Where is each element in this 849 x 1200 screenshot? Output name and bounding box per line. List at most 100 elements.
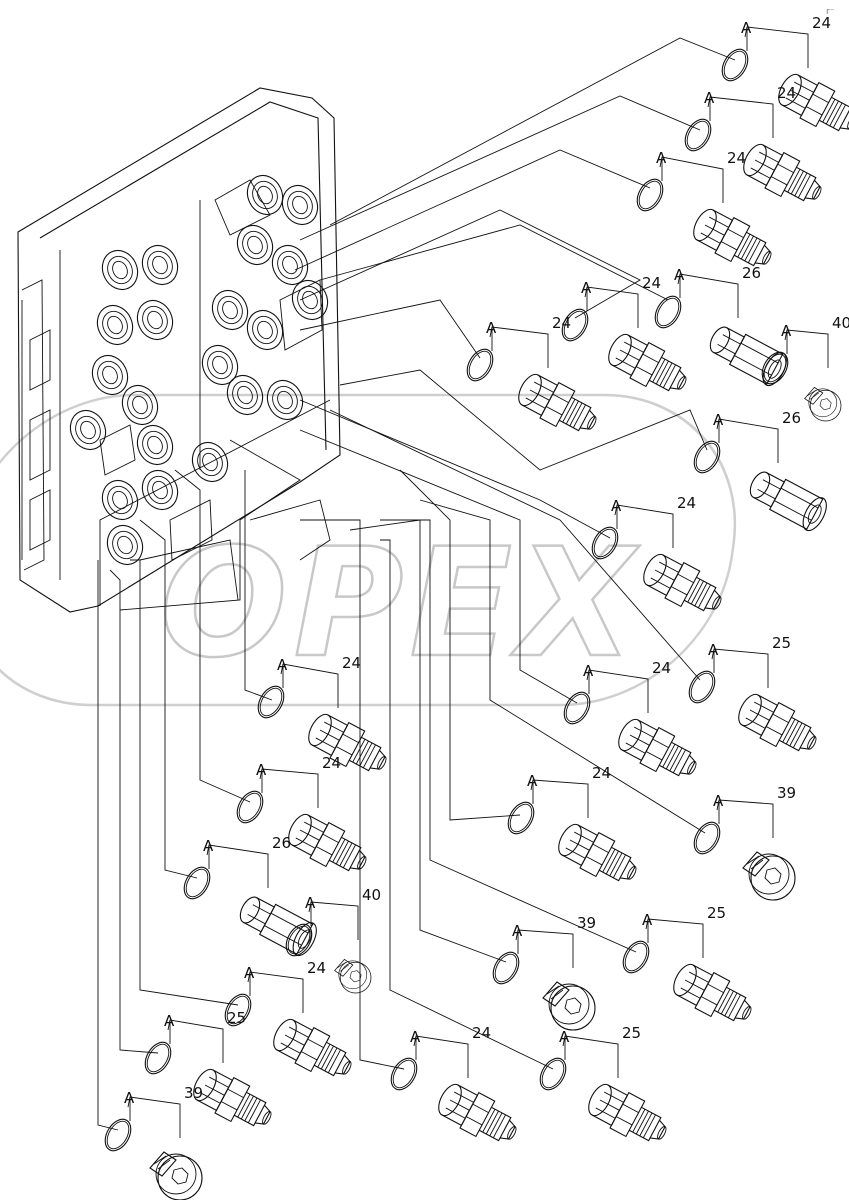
callout-bracket <box>308 901 359 940</box>
callout-bracket <box>247 971 304 1013</box>
leader-lines <box>97 37 736 1131</box>
callout-bracket <box>206 844 269 888</box>
hydraulic-fitting-icon <box>643 553 722 612</box>
callout-bracket <box>562 1035 619 1078</box>
part-number-label: 26 <box>742 264 761 282</box>
seal-label: A <box>713 411 724 429</box>
valve-port <box>226 374 264 416</box>
callout-bracket <box>530 779 589 818</box>
o-ring-icon <box>285 923 313 957</box>
seal-label: A <box>527 772 538 790</box>
seal-label: A <box>277 656 288 674</box>
part-number-label: 39 <box>577 914 596 932</box>
seal-label: A <box>781 322 792 340</box>
hydraulic-fitting-icon <box>273 1018 352 1077</box>
leader-line <box>97 560 119 1131</box>
part-number-label: 40 <box>832 314 849 332</box>
valve-port <box>141 469 179 511</box>
seal-label: A <box>611 497 622 515</box>
valve-port <box>141 244 179 286</box>
callout-bracket <box>259 768 319 808</box>
hydraulic-fitting-icon <box>608 333 687 392</box>
part-number-label: 26 <box>782 409 801 427</box>
leader-line <box>319 224 669 301</box>
valve-port <box>101 479 139 521</box>
hydraulic-fitting-icon <box>558 823 637 882</box>
corner-mark: r⁻ <box>826 7 835 17</box>
callout-bracket <box>744 26 809 68</box>
valve-port <box>91 354 129 396</box>
callout-bracket <box>677 273 739 318</box>
callout-bracket <box>645 918 704 958</box>
o-ring-icon <box>183 866 211 900</box>
valve-port <box>136 424 174 466</box>
leader-line <box>294 149 651 271</box>
valve-port <box>201 344 239 386</box>
valve-port <box>96 304 134 346</box>
seal-label: A <box>203 837 214 855</box>
valve-port <box>266 379 304 421</box>
hydraulic-fitting-icon <box>778 73 849 132</box>
part-item: A 25 <box>144 1009 272 1127</box>
hydraulic-fitting-icon <box>673 963 752 1022</box>
part-number-label: 24 <box>727 149 746 167</box>
callout-bracket <box>586 669 649 713</box>
part-number-label: 39 <box>777 784 796 802</box>
o-ring-icon <box>563 691 591 725</box>
hex-socket-plug-icon <box>742 851 796 901</box>
leader-line <box>380 519 637 953</box>
callout-bracket <box>127 1096 181 1138</box>
hydraulic-fitting-icon <box>743 143 822 202</box>
callout-bracket <box>707 96 774 138</box>
part-number-label: 24 <box>472 1024 491 1042</box>
part-item: A 25 <box>622 904 752 1022</box>
valve-port <box>246 174 284 216</box>
o-ring-icon <box>257 685 285 719</box>
seal-label: A <box>581 279 592 297</box>
part-number-label: 25 <box>622 1024 641 1042</box>
hex-socket-plug-icon <box>804 386 842 422</box>
part-number-label: 25 <box>707 904 726 922</box>
part-item: A 40 <box>761 314 849 422</box>
o-ring-icon <box>761 351 789 385</box>
part-number-label: 24 <box>812 14 831 32</box>
valve-port <box>191 441 229 483</box>
o-ring-icon <box>492 951 520 985</box>
o-ring-icon <box>224 993 252 1027</box>
o-ring-icon <box>591 526 619 560</box>
o-ring-icon <box>636 178 664 212</box>
callout-bracket <box>280 663 339 708</box>
valve-port <box>281 184 319 226</box>
seal-label: A <box>642 911 653 929</box>
o-ring-icon <box>236 790 264 824</box>
part-number-label: 25 <box>227 1009 246 1027</box>
hex-socket-plug-icon <box>542 981 596 1031</box>
o-ring-icon <box>561 308 589 342</box>
leader-line <box>299 429 578 704</box>
hydraulic-fitting-icon <box>193 1068 272 1127</box>
seal-label: A <box>164 1012 175 1030</box>
o-ring-icon <box>688 670 716 704</box>
seal-label: A <box>244 964 255 982</box>
seal-label: A <box>656 149 667 167</box>
hydraulic-fitting-icon <box>738 693 817 752</box>
seal-label: A <box>486 319 497 337</box>
part-item: A 24 <box>507 764 637 882</box>
leader-line <box>299 299 481 359</box>
seal-label: A <box>512 922 523 940</box>
valve-ports <box>69 174 329 566</box>
callout-bracket <box>515 929 574 968</box>
part-number-label: 24 <box>307 959 326 977</box>
o-ring-icon <box>684 118 712 152</box>
valve-port <box>136 299 174 341</box>
part-number-label: 24 <box>592 764 611 782</box>
hydraulic-fitting-icon <box>288 813 367 872</box>
watermark-text: OPEX <box>160 517 640 691</box>
